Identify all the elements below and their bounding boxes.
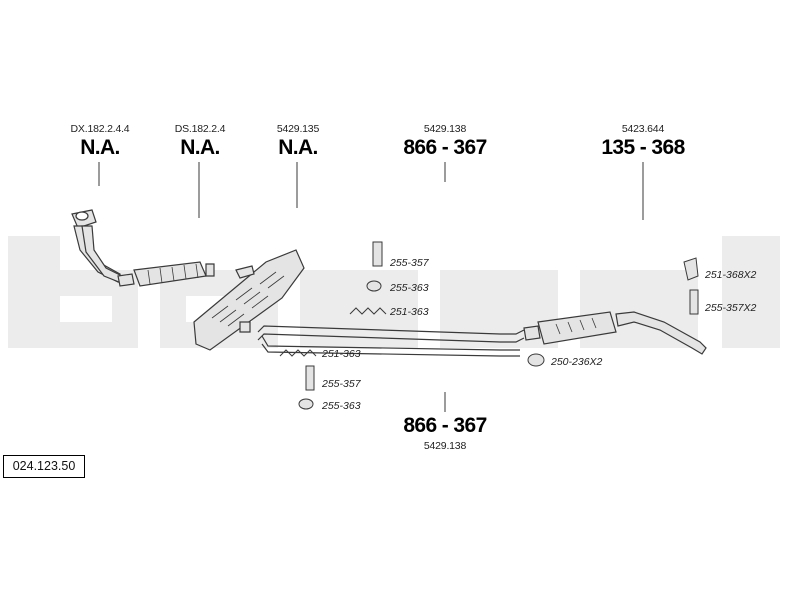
long-middle-pipe xyxy=(257,325,525,357)
middle-pipe-section xyxy=(117,261,215,287)
hardware-icons xyxy=(279,241,699,410)
clamp-icon xyxy=(298,398,314,410)
part-ref-label: 5429.135 xyxy=(276,123,320,135)
diagram-code-box: 024.123.50 xyxy=(3,455,85,478)
bracket-icon xyxy=(305,365,315,391)
part-ref-label: DX.182.2.4.4 xyxy=(70,123,130,135)
bracket-icon xyxy=(689,289,699,315)
hanger-icon xyxy=(349,307,387,315)
hardware-label: 255-363 xyxy=(390,282,429,294)
hardware-label: 255-357 xyxy=(390,257,429,269)
clamp-icon xyxy=(366,280,382,292)
rear-muffler xyxy=(523,311,707,355)
hardware-label: 251-368X2 xyxy=(705,269,757,281)
hardware-label: 255-357 xyxy=(322,378,361,390)
clamp-icon xyxy=(527,353,545,367)
front-pipe xyxy=(71,209,127,285)
rubber-mount-icon xyxy=(683,257,699,281)
part-number-label: N.A. xyxy=(180,136,220,159)
bracket-icon xyxy=(372,241,383,267)
part-ref-label: 5429.138 xyxy=(423,440,467,452)
part-number-label: 866 - 367 xyxy=(403,136,487,159)
part-number-label: N.A. xyxy=(278,136,318,159)
hardware-label: 250-236X2 xyxy=(551,356,603,368)
front-muffler xyxy=(193,249,305,351)
part-number-label: 135 - 368 xyxy=(601,136,685,159)
hardware-label: 255-357X2 xyxy=(705,302,757,314)
part-number-label: 866 - 367 xyxy=(403,414,487,437)
part-number-label: N.A. xyxy=(80,136,120,159)
part-ref-label: DS.182.2.4 xyxy=(174,123,226,135)
hardware-label: 251-363 xyxy=(322,348,361,360)
hardware-label: 255-363 xyxy=(322,400,361,412)
hanger-icon xyxy=(279,349,317,357)
part-ref-label: 5429.138 xyxy=(423,123,467,135)
hardware-label: 251-363 xyxy=(390,306,429,318)
part-ref-label: 5423.644 xyxy=(621,123,665,135)
